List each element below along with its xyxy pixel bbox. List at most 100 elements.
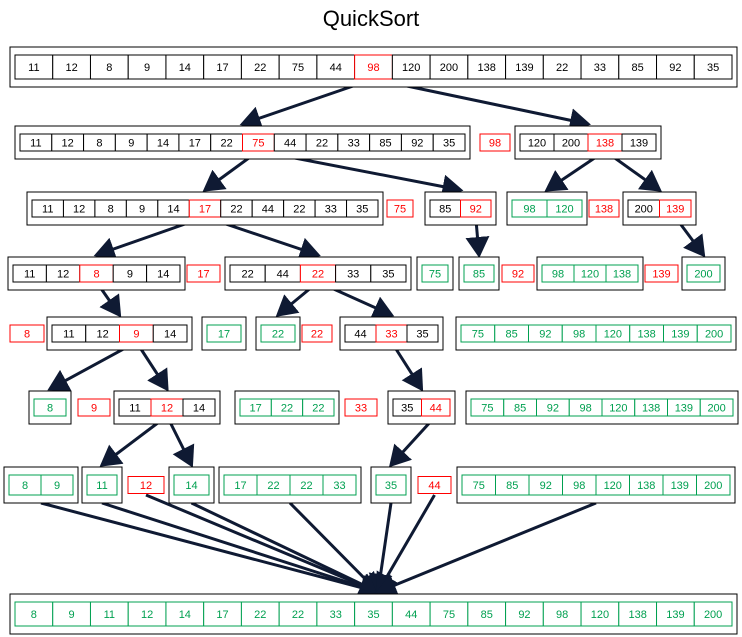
cell-value: 22	[272, 329, 284, 341]
array-cell	[165, 54, 205, 80]
array-cell	[52, 601, 91, 627]
cell-value: 98	[556, 609, 568, 621]
cell-value: 17	[234, 480, 246, 492]
cell-value: 8	[106, 62, 112, 74]
cell-value: 14	[157, 269, 169, 281]
cell-value: 200	[707, 403, 725, 415]
array-cell	[588, 199, 620, 218]
array-cell	[429, 601, 469, 627]
cell-value: 44	[284, 138, 296, 150]
array-cell	[386, 199, 414, 218]
cell-value: 98	[367, 62, 379, 74]
array-group: 14	[168, 466, 215, 504]
array-group: 139	[644, 264, 679, 283]
array-cell	[417, 476, 452, 494]
cell-value: 33	[330, 609, 342, 621]
array-cell	[460, 199, 492, 218]
cell-value: 139	[675, 403, 693, 415]
cell-value: 17	[250, 403, 262, 415]
cell-value: 9	[139, 204, 145, 216]
cell-value: 11	[96, 480, 107, 492]
cell-value: 12	[161, 403, 173, 415]
cell-value: 35	[385, 480, 397, 492]
cell-value: 139	[666, 609, 684, 621]
array-cell	[391, 54, 431, 80]
cell-value: 14	[167, 204, 179, 216]
cell-value: 139	[630, 138, 648, 150]
cell-value: 22	[241, 269, 253, 281]
cell-value: 98	[552, 269, 564, 281]
array-cell	[696, 474, 731, 496]
array-group: 35	[370, 466, 412, 504]
cell-value: 8	[93, 269, 99, 281]
array-cell	[542, 54, 582, 80]
cell-value: 33	[347, 269, 359, 281]
array-group: 75	[386, 199, 414, 218]
cell-value: 12	[141, 609, 153, 621]
cell-value: 85	[514, 403, 526, 415]
cell-value: 8	[108, 204, 114, 216]
cell-value: 138	[637, 329, 655, 341]
cell-value: 98	[573, 329, 585, 341]
cell-value: 9	[127, 269, 133, 281]
array-group: 92	[501, 264, 535, 283]
cell-value: 9	[144, 62, 150, 74]
array-cell	[501, 264, 535, 283]
array-group: 22	[255, 316, 301, 351]
array-cell	[463, 264, 495, 283]
cell-value: 75	[394, 204, 406, 216]
array-group: 44	[417, 476, 452, 494]
cell-value: 12	[73, 204, 85, 216]
cell-value: 14	[185, 480, 197, 492]
cell-value: 17	[199, 204, 211, 216]
array-cell	[346, 199, 379, 218]
cell-value: 11	[24, 269, 35, 281]
array-cell	[173, 474, 210, 496]
cell-value: 44	[354, 329, 366, 341]
array-cell	[644, 264, 679, 283]
cell-value: 22	[281, 403, 293, 415]
cell-value: 200	[694, 269, 712, 281]
cell-value: 200	[562, 138, 580, 150]
cell-value: 35	[707, 62, 719, 74]
cell-value: 92	[669, 62, 681, 74]
cell-value: 22	[230, 204, 242, 216]
cell-value: 75	[292, 62, 304, 74]
cell-value: 8	[96, 138, 102, 150]
cell-value: 85	[506, 480, 518, 492]
merge-arrow	[145, 493, 381, 597]
array-cell	[165, 601, 205, 627]
cell-value: 22	[254, 609, 266, 621]
cell-value: 9	[91, 403, 97, 415]
cell-value: 33	[385, 329, 397, 341]
cell-value: 200	[440, 62, 458, 74]
cell-value: 14	[157, 138, 169, 150]
cell-value: 120	[528, 138, 546, 150]
cell-value: 11	[42, 204, 53, 216]
cell-value: 92	[470, 204, 482, 216]
array-cell	[546, 199, 583, 218]
cell-value: 8	[47, 403, 53, 415]
array-group: 17	[186, 264, 221, 283]
array-cell	[9, 324, 45, 343]
cell-value: 44	[405, 609, 417, 621]
cell-value: 44	[330, 62, 342, 74]
array-cell	[278, 601, 318, 627]
array-cell	[505, 601, 544, 627]
cell-value: 22	[254, 62, 266, 74]
cell-value: 44	[262, 204, 274, 216]
cell-value: 75	[473, 480, 485, 492]
array-cell	[479, 133, 511, 152]
cell-value: 120	[604, 329, 622, 341]
array-group: 8	[9, 324, 45, 343]
